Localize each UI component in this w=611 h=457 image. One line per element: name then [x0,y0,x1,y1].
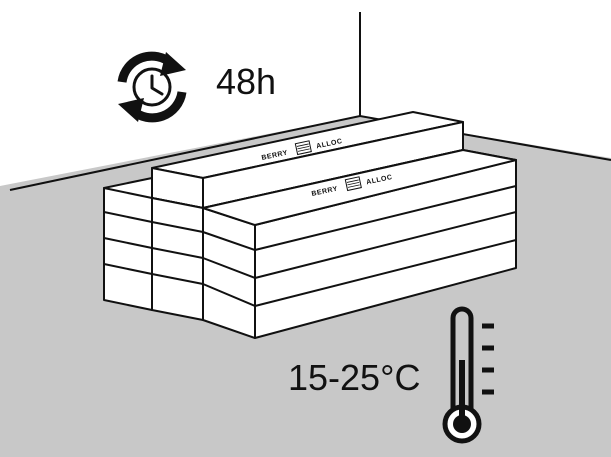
berryalloc-logo-icon [294,140,312,156]
package-top-back [151,111,464,209]
acclimatisation-duration: 48h [216,61,277,102]
package-layer-lines [103,185,517,307]
clock-refresh-icon [117,51,187,123]
temperature-range: 15-25°C [288,357,421,398]
berryalloc-logo-icon [344,176,362,192]
thermometer-icon [442,306,494,444]
